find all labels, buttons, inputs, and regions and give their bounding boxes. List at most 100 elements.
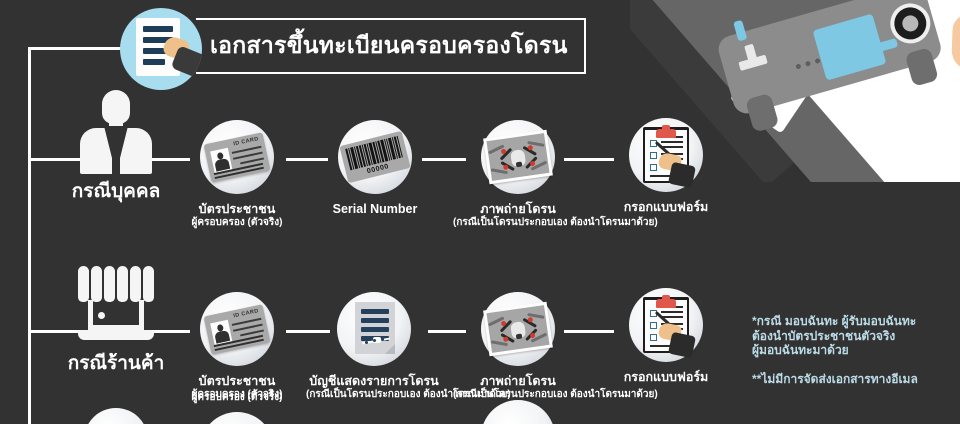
note-proxy: *กรณี มอบฉันทะ ผู้รับมอบฉันทะ ต้องนำบัตร… (752, 314, 917, 357)
category-label-shop: กรณีร้านค้า (67, 353, 165, 374)
paper-line-2 (661, 146, 683, 148)
form-sleeve (667, 331, 697, 359)
trunk-line (28, 47, 31, 424)
step-drone-photo-row1[interactable]: ภาพถ่ายโดรน (กรณีเป็นโดรนประกอบเอง ต้องน… (453, 120, 658, 229)
awning-stripe-3 (104, 266, 115, 302)
knob-center (900, 13, 921, 34)
barcode-icon: 00000 (338, 120, 412, 194)
id-card-art: ID CARD (203, 132, 271, 183)
paper-line-2 (661, 316, 683, 318)
drone-motor-bl (502, 336, 509, 343)
step-drone-list-row2[interactable]: บัญชีแสดงรายการโดรน (กรณีเป็นโดรนประกอบเ… (306, 292, 511, 401)
doc-line-1 (143, 26, 173, 32)
step-sub: (กรณีเป็นโดรนประกอบเอง ต้องนำโดรนมาด้วย) (453, 389, 658, 400)
drone-photo-art (483, 301, 553, 357)
form-sleeve (667, 161, 697, 189)
person-icon (68, 88, 164, 176)
list-line-3 (361, 327, 389, 332)
drone-dot-1 (365, 341, 368, 344)
clipboard-clip-top (662, 295, 670, 301)
step-sub: ผู้ครอบครอง (ตัวจริง) (191, 217, 283, 228)
step-serial-number-row1[interactable]: 00000 Serial Number (311, 120, 439, 216)
category-icon-row3 (84, 408, 148, 424)
step-label: บัตรประชาชน (198, 202, 276, 216)
doc-line-3 (143, 48, 173, 54)
step-form-row2[interactable]: กรอกแบบฟอร์ม (602, 288, 730, 384)
category-row3 (46, 408, 186, 424)
id-card-icon (200, 412, 274, 424)
drone-camera (515, 333, 523, 340)
id-card-text: ID CARD (232, 308, 260, 320)
drone-photo-inner (486, 133, 550, 181)
step-label: กรอกแบบฟอร์ม (623, 200, 709, 214)
paper-line-1 (661, 141, 683, 143)
shop-front (88, 300, 144, 330)
step-label: กรอกแบบฟอร์ม (623, 370, 709, 384)
step-sub: (กรณีเป็นโดรนประกอบเอง ต้องนำโดรนมาด้วย) (453, 217, 658, 228)
notes-block: *กรณี มอบฉันทะ ผู้รับมอบฉันทะ ต้องนำบัตร… (752, 314, 952, 386)
drone-photo-icon (481, 292, 555, 366)
step-link-1-2 (286, 158, 328, 161)
step-form-row1[interactable]: กรอกแบบฟอร์ม (602, 118, 730, 214)
category-shop: กรณีร้านค้า (46, 264, 186, 378)
led-1 (795, 63, 802, 70)
id-card-art: ID CARD (203, 304, 271, 355)
led-3 (814, 57, 821, 65)
step-id-card-row1[interactable]: ID CARD บัตรประชาชน ผู้ครอบครอง (ตัวจริง… (173, 120, 301, 229)
page-title: เอกสารขึ้นทะเบียนครอบครองโดรน (210, 32, 568, 58)
document-list-art (355, 302, 395, 354)
clipboard-clip (656, 299, 676, 308)
list-drone-graphic (362, 336, 390, 346)
step-link-r2-1-2 (286, 330, 330, 333)
id-card-icon: ID CARD (200, 120, 274, 194)
paper-line-6 (650, 175, 683, 177)
page-title-box: เอกสารขึ้นทะเบียนครอบครองโดรน (186, 18, 586, 74)
step-link-r2-2-3 (428, 330, 466, 333)
right-hand (951, 13, 960, 72)
step-label: บัญชีแสดงรายการโดรน (309, 374, 439, 388)
step-drone-photo-row2[interactable]: ภาพถ่ายโดรน (กรณีเป็นโดรนประกอบเอง ต้องน… (453, 292, 658, 401)
stick-left-h (738, 54, 768, 71)
shop-base (78, 330, 154, 340)
step-label: ภาพถ่ายโดรน (480, 374, 556, 388)
awning-stripe-4 (117, 266, 128, 302)
drone-photo-icon (481, 120, 555, 194)
step-drone-photo-row3[interactable] (453, 400, 583, 424)
step-link-3-4 (564, 158, 614, 161)
clipboard-clip-top (662, 125, 670, 131)
doc-line-2 (143, 37, 173, 43)
step-sub: ผู้ครอบครอง (ตัวจริง) (191, 392, 283, 403)
drone-motor-bl (502, 164, 509, 171)
document-list-icon (337, 292, 411, 366)
paper-line-6 (650, 345, 683, 347)
checkbox-3 (650, 164, 657, 171)
id-card-text: ID CARD (232, 136, 260, 148)
step-sub: (กรณีเป็นโดรนประกอบเอง ต้องนำโดรนมาด้วย) (306, 389, 511, 400)
shop-icon (66, 264, 166, 346)
checkbox-3 (650, 334, 657, 341)
id-card-icon: ID CARD (200, 292, 274, 366)
step-label: ภาพถ่ายโดรน (480, 202, 556, 216)
grip-right (904, 47, 939, 87)
checkbox-2 (650, 152, 657, 159)
awning-stripe-2 (91, 266, 102, 302)
note-no-email: **ไม่มีการจัดส่งเอกสารทางอีเมล (752, 371, 918, 386)
step-id-card-row3[interactable]: ผู้ครอบครอง (ตัวจริง) (173, 392, 301, 424)
category-label-person: กรณีบุคคล (71, 181, 161, 202)
step-id-card-row2[interactable]: ID CARD บัตรประชาชน ผู้ครอบครอง (ตัวจริง… (173, 292, 301, 401)
drone-photo-art (483, 129, 553, 185)
step-sub: ผู้ครอบครอง (ตัวจริง) (191, 389, 283, 400)
clipboard-form-icon (629, 118, 703, 192)
drone-dot-3 (381, 338, 384, 341)
clipboard-clip (656, 129, 676, 138)
drone-photo-inner (486, 305, 550, 353)
step-label: บัตรประชาชน (198, 374, 276, 388)
page-fold (385, 344, 395, 354)
barcode-art: 00000 (339, 130, 411, 184)
list-line-2 (361, 318, 389, 323)
drone-dot-2 (373, 339, 376, 342)
shop-door-knob (98, 312, 105, 319)
awning-stripe-1 (78, 266, 89, 302)
step-link-2-3 (422, 158, 466, 161)
